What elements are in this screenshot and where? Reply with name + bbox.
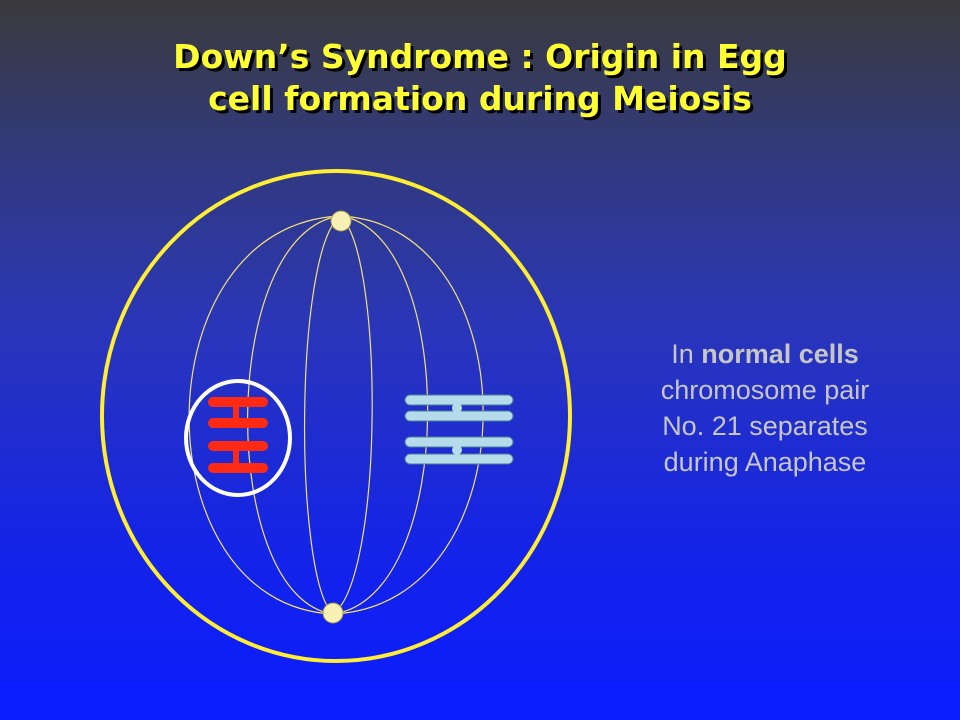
caption-line-1: In normal cells <box>600 336 930 372</box>
title-line-2: cell formation during Meiosis <box>208 79 752 118</box>
spindle-fiber <box>247 215 341 615</box>
chromatid <box>208 463 268 473</box>
spindle-fiber <box>303 215 341 615</box>
slide-title: Down’s Syndrome : Origin in Egg cell for… <box>0 36 960 120</box>
centromere <box>452 403 462 413</box>
caption-line-3: No. 21 separates <box>662 411 868 441</box>
caption-prefix: In <box>671 339 702 369</box>
cell-membrane-icon <box>100 169 572 663</box>
chromatid <box>208 418 268 428</box>
spindle-fiber <box>188 215 341 615</box>
explanation-caption: In normal cells chromosome pair No. 21 s… <box>600 336 930 480</box>
centrosome-bottom-icon <box>322 602 344 624</box>
caption-line-2: chromosome pair <box>660 375 870 405</box>
caption-emphasis: normal cells <box>701 339 859 369</box>
slide-bottom-band <box>0 682 960 720</box>
highlight-ring <box>184 379 292 497</box>
chromosome-pair-blue-icon <box>404 394 514 465</box>
chromatid <box>208 397 268 407</box>
chromatid <box>208 441 268 451</box>
centrosome-top-icon <box>330 210 352 232</box>
chromosome-pair-red-icon <box>208 397 268 473</box>
centromere <box>452 445 462 455</box>
caption-line-4: during Anaphase <box>663 447 867 477</box>
chromatid <box>404 453 514 465</box>
centromere <box>233 448 239 466</box>
spindle-fiber <box>332 215 373 615</box>
centromere <box>233 404 239 421</box>
title-line-1: Down’s Syndrome : Origin in Egg <box>173 37 787 76</box>
